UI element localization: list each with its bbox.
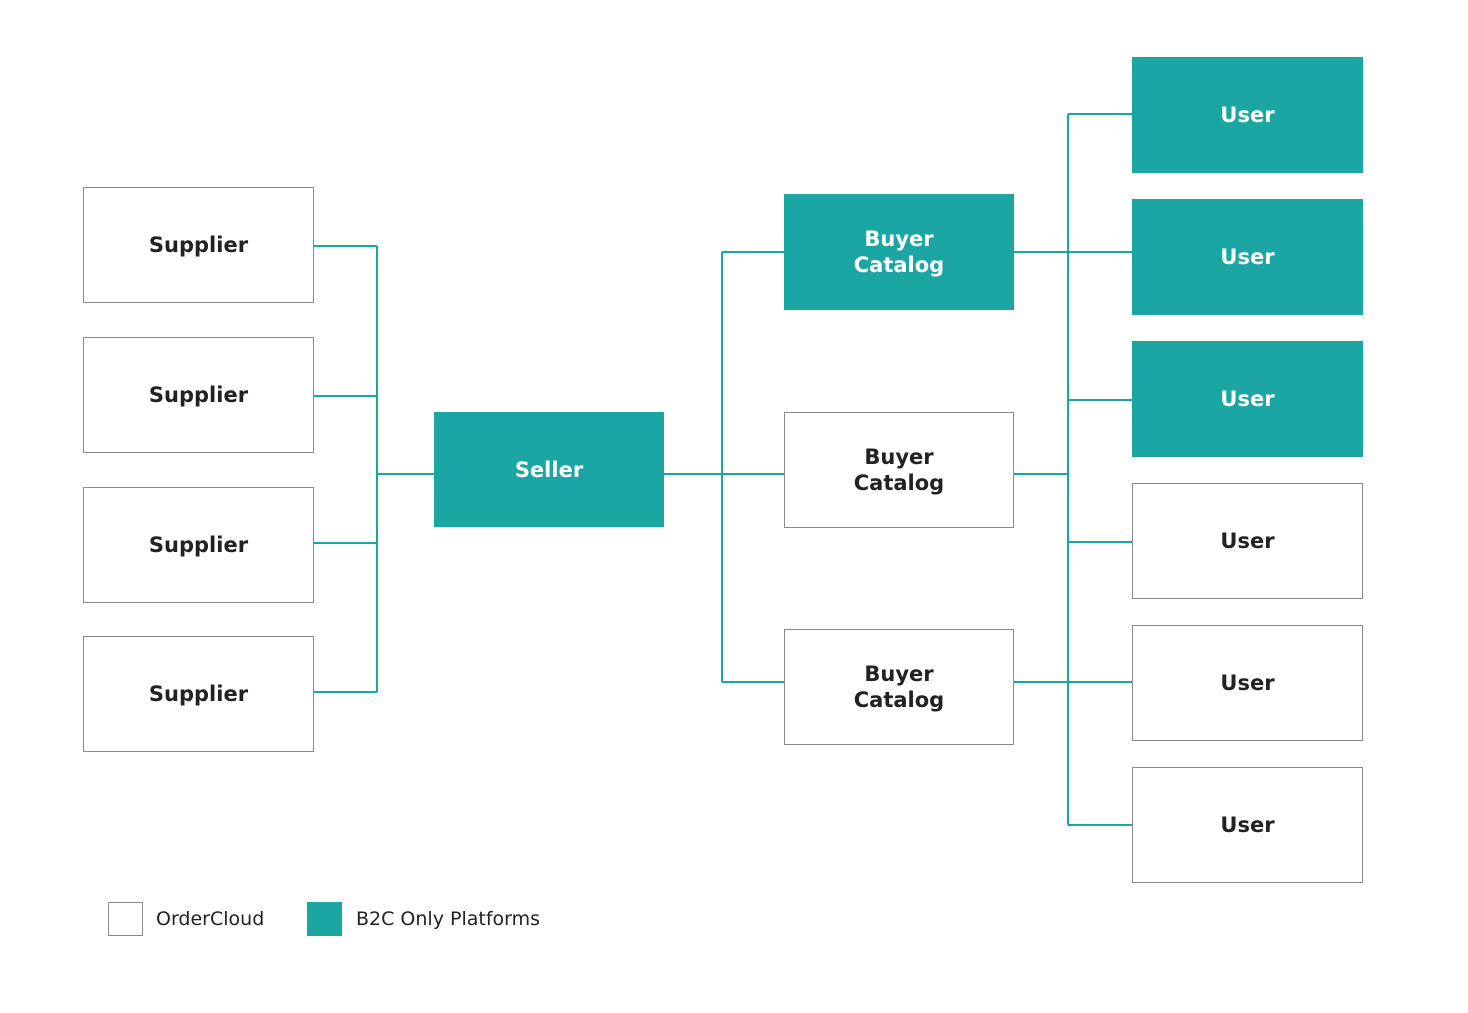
user-label: User: [1220, 529, 1275, 553]
supplier-label: Supplier: [148, 383, 249, 407]
supplier-label: Supplier: [148, 682, 249, 706]
seller-label: Seller: [514, 457, 584, 482]
buyer-catalog-node: Buyer Catalog: [784, 194, 1014, 310]
seller-node: Seller: [434, 412, 664, 527]
buyer-catalog-label: Buyer Catalog: [853, 662, 945, 712]
supplier-node: Supplier: [83, 636, 314, 752]
supplier-label: Supplier: [148, 233, 249, 257]
user-node: User: [1132, 625, 1363, 741]
legend-swatch-b2c: [307, 902, 342, 936]
supplier-node: Supplier: [83, 337, 314, 453]
user-node: User: [1132, 199, 1363, 315]
user-label: User: [1220, 671, 1275, 695]
legend-label-b2c: B2C Only Platforms: [356, 908, 541, 930]
user-label: User: [1220, 813, 1275, 837]
user-label: User: [1220, 387, 1275, 411]
buyer-catalog-label: Buyer Catalog: [853, 445, 945, 495]
user-node: User: [1132, 57, 1363, 173]
buyer-catalog-label: Buyer Catalog: [853, 227, 945, 277]
user-node: User: [1132, 341, 1363, 457]
user-node: User: [1132, 767, 1363, 883]
user-label: User: [1220, 103, 1275, 127]
supplier-node: Supplier: [83, 187, 314, 303]
buyer-catalog-node: Buyer Catalog: [784, 412, 1014, 528]
user-node: User: [1132, 483, 1363, 599]
buyer-catalog-node: Buyer Catalog: [784, 629, 1014, 745]
supplier-node: Supplier: [83, 487, 314, 603]
supplier-label: Supplier: [148, 533, 249, 557]
legend-label-ordercloud: OrderCloud: [156, 908, 265, 930]
legend-swatch-ordercloud: [108, 902, 143, 936]
user-label: User: [1220, 245, 1275, 269]
